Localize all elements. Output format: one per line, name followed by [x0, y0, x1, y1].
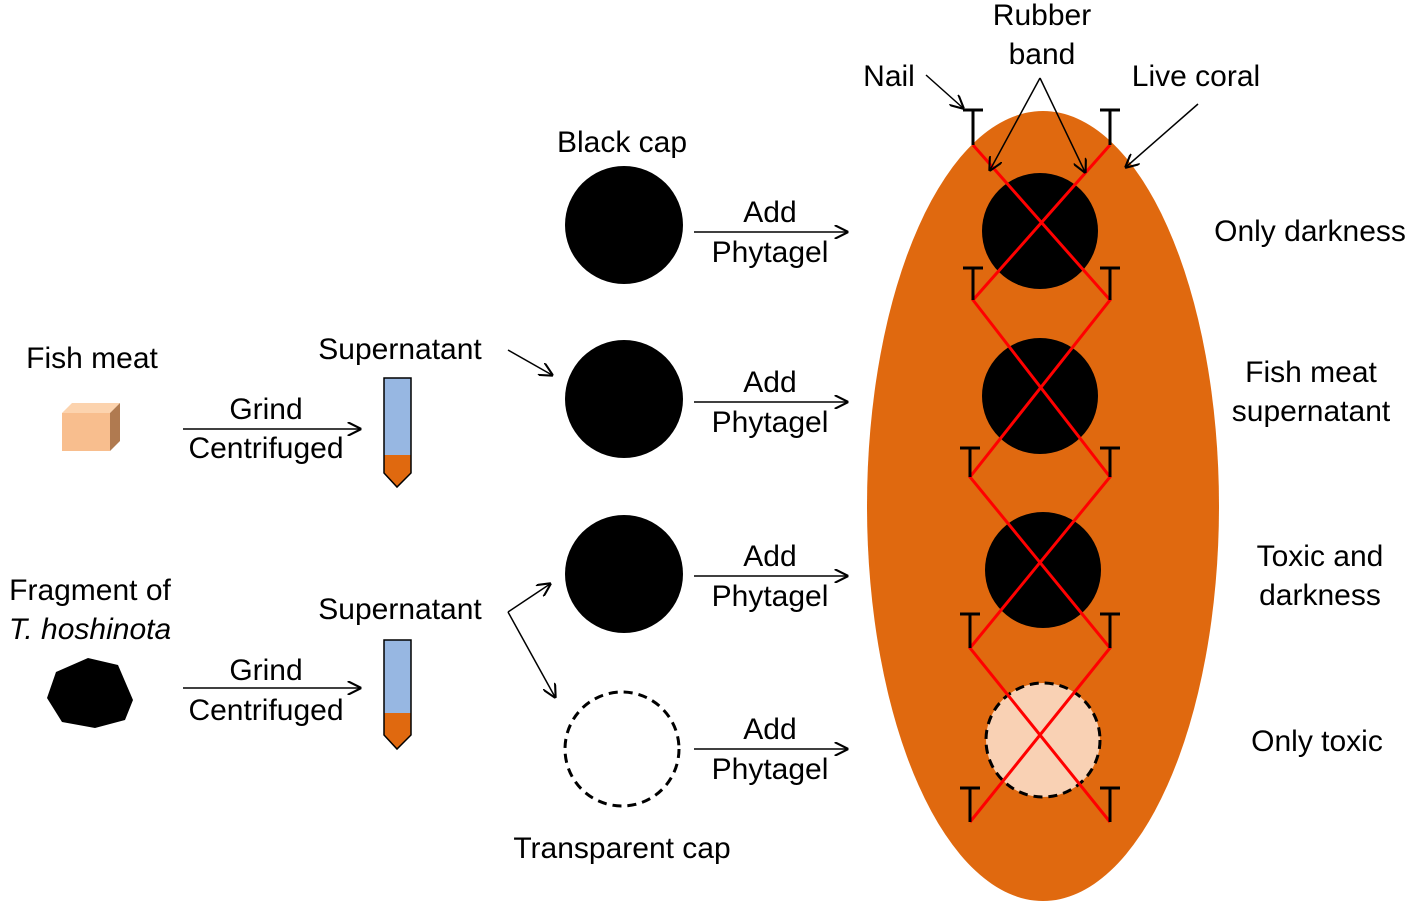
nail-icon	[1100, 612, 1120, 648]
nail-icon	[1100, 446, 1120, 477]
supernatant-label-1: Supernatant	[318, 333, 482, 366]
nail-label: Nail	[863, 60, 915, 93]
coral-cap-toxic-darkness	[985, 512, 1101, 628]
transparent-cap-icon	[563, 690, 681, 808]
add-phytagel-step-3: Add Phytagel	[694, 540, 847, 613]
add-label: Add	[743, 713, 796, 746]
centrifuged-label-2: Centrifuged	[188, 694, 343, 727]
cube-icon	[62, 403, 120, 451]
add-phytagel-step-2: Add Phytagel	[694, 366, 847, 439]
nail-icon	[963, 108, 983, 145]
nail-icons	[960, 108, 1120, 822]
add-phytagel-step-4: Add Phytagel	[694, 713, 847, 786]
rock-fragment-icon	[47, 658, 133, 728]
fish-meat-row: Fish meat Grind Centrifuged	[26, 342, 360, 465]
coral-cap-only-darkness	[982, 173, 1098, 289]
add-label: Add	[743, 196, 796, 229]
nail-icon	[1100, 108, 1120, 145]
nail-icon	[960, 446, 980, 477]
treatment-fish-meat-line2: supernatant	[1232, 395, 1391, 428]
nail-pointer	[925, 74, 963, 108]
add-label: Add	[743, 540, 796, 573]
fish-meat-label: Fish meat	[26, 342, 158, 375]
supernatant-arrow-2b	[507, 611, 555, 697]
nail-icon	[960, 786, 980, 822]
add-label: Add	[743, 366, 796, 399]
centrifuge-tube-icon	[383, 377, 412, 489]
nail-icon	[1100, 786, 1120, 822]
centrifuged-label-1: Centrifuged	[188, 432, 343, 465]
supernatant-arrow-1	[507, 349, 552, 375]
black-cap-label: Black cap	[557, 126, 687, 159]
fragment-label-line2: T. hoshinota	[9, 613, 171, 646]
nail-icon	[1100, 266, 1120, 300]
treatment-only-darkness: Only darkness	[1214, 215, 1406, 248]
live-coral-body	[867, 111, 1219, 901]
fragment-label-line1: Fragment of	[9, 574, 171, 607]
cap-circle-icon	[565, 515, 683, 633]
treatment-toxic-darkness-line1: Toxic and	[1257, 540, 1384, 573]
live-coral-label: Live coral	[1132, 60, 1260, 93]
cap-circle-icon	[565, 166, 683, 284]
centrifuge-tube-icon	[383, 639, 412, 751]
live-coral-pointer	[1126, 103, 1199, 167]
phytagel-label: Phytagel	[712, 753, 829, 786]
supernatant-label-2: Supernatant	[318, 593, 482, 626]
grind-label-1: Grind	[229, 393, 302, 426]
treatment-toxic-darkness-line2: darkness	[1259, 579, 1381, 612]
treatment-fish-meat-line1: Fish meat	[1245, 356, 1377, 389]
phytagel-label: Phytagel	[712, 580, 829, 613]
transparent-cap-label: Transparent cap	[513, 832, 730, 865]
supernatant-arrow-2a	[507, 584, 550, 613]
rubber-band-pointer-left	[990, 77, 1041, 170]
nail-icon	[963, 266, 983, 300]
nail-icon	[960, 612, 980, 648]
rubber-band-pointer-right	[1039, 77, 1085, 172]
fragment-row: Fragment of T. hoshinota Grind Centrifug…	[9, 574, 360, 728]
rubber-band-label-line1: Rubber	[993, 0, 1091, 32]
grind-label-2: Grind	[229, 654, 302, 687]
rubber-band-label-line2: band	[1009, 38, 1076, 71]
treatment-only-toxic: Only toxic	[1251, 725, 1383, 758]
add-phytagel-step-1: Add Phytagel	[694, 196, 847, 269]
phytagel-label: Phytagel	[712, 236, 829, 269]
cap-circle-icon	[565, 340, 683, 458]
phytagel-label: Phytagel	[712, 406, 829, 439]
